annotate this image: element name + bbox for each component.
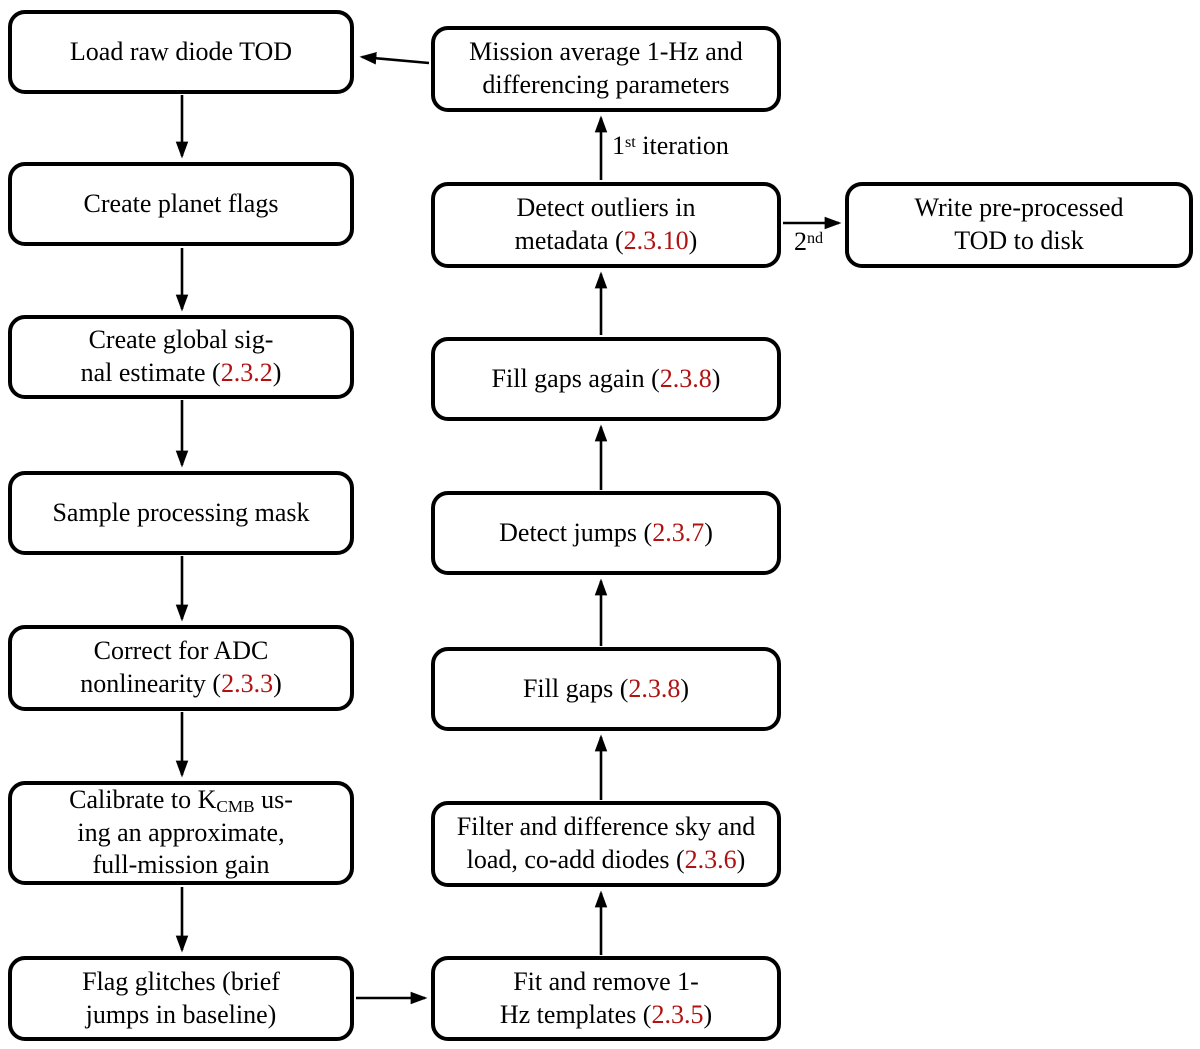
node-label: Fit and remove 1- Hz templates (2.3.5) (500, 966, 712, 1032)
label-line: TOD to disk (954, 226, 1084, 255)
node-create-global-signal-estimate: Create global sig- nal estimate (2.3.2) (8, 315, 354, 399)
node-create-planet-flags: Create planet flags (8, 162, 354, 246)
label-line: differencing parameters (482, 70, 730, 99)
node-filter-difference-coadd: Filter and difference sky and load, co-a… (431, 801, 781, 887)
label-line: nonlinearity (2.3.3) (80, 669, 281, 698)
section-ref: 2.3.3 (221, 669, 274, 698)
node-label: Fill gaps again (2.3.8) (492, 363, 721, 396)
label-text: ) (711, 363, 721, 393)
label-line: metadata (2.3.10) (515, 226, 698, 255)
node-fill-gaps: Fill gaps (2.3.8) (431, 647, 781, 731)
label-line: Detect outliers in (516, 193, 696, 223)
label-text: ) (272, 358, 282, 387)
label-text: Fill gaps again ( (491, 363, 660, 393)
node-label: Correct for ADC nonlinearity (2.3.3) (80, 635, 281, 701)
label-line: Hz templates (2.3.5) (500, 1000, 712, 1029)
node-load-raw-diode-tod: Load raw diode TOD (8, 10, 354, 94)
label-line: Calibrate to KCMB us- (69, 784, 293, 816)
section-ref: 2.3.10 (623, 226, 689, 255)
label-text: 1 (612, 131, 625, 160)
node-label: Create global sig- nal estimate (2.3.2) (81, 324, 282, 390)
label-text: nal estimate ( (80, 358, 221, 387)
label-text: ) (688, 226, 698, 255)
arrow-missionavg-to-loadraw (359, 52, 430, 65)
node-label: Load raw diode TOD (69, 36, 293, 66)
label-text: Hz templates ( (499, 999, 652, 1029)
node-mission-average-parameters: Mission average 1-Hz and differencing pa… (431, 26, 781, 112)
label-text: 2 (794, 227, 807, 256)
node-detect-jumps: Detect jumps (2.3.7) (431, 491, 781, 575)
label-text: Fill gaps ( (522, 673, 629, 703)
node-calibrate-kcmb: Calibrate to KCMB us- ing an approximate… (8, 781, 354, 885)
node-correct-adc-nonlinearity: Correct for ADC nonlinearity (2.3.3) (8, 625, 354, 711)
node-label: Mission average 1-Hz and differencing pa… (469, 36, 743, 102)
section-ref: 2.3.8 (628, 673, 681, 703)
label-text: load, co-add diodes ( (466, 845, 685, 874)
label-text: Detect jumps ( (499, 517, 653, 547)
node-label: Fill gaps (2.3.8) (523, 673, 689, 706)
node-flag-glitches: Flag glitches (brief jumps in baseline) (8, 956, 354, 1041)
label-text: iteration (635, 131, 729, 160)
label-text: ) (680, 673, 690, 703)
label-line: full-mission gain (92, 850, 270, 880)
node-label: Detect outliers in metadata (2.3.10) (515, 192, 698, 258)
label-line: Create global sig- (88, 325, 274, 355)
label-line: ing an approximate, (77, 817, 285, 847)
node-label: Sample processing mask (52, 497, 310, 527)
node-label: Write pre-processed TOD to disk (914, 192, 1123, 258)
label-line: Fit and remove 1- (513, 966, 699, 996)
label-line: Flag glitches (brief (82, 966, 280, 996)
label-line: Write pre-processed (914, 193, 1124, 223)
superscript-nd: nd (807, 229, 824, 247)
label-first-iteration: 1st iteration (612, 131, 729, 161)
label-line: nal estimate (2.3.2) (81, 358, 282, 387)
node-label: Flag glitches (brief jumps in baseline) (82, 966, 280, 1032)
node-detect-outliers-metadata: Detect outliers in metadata (2.3.10) (431, 182, 781, 268)
node-label: Filter and difference sky and load, co-a… (457, 811, 755, 877)
label-line: Mission average 1-Hz and (469, 37, 743, 67)
node-label: Detect jumps (2.3.7) (499, 517, 713, 550)
label-text: ) (704, 517, 713, 547)
node-label: Calibrate to KCMB us- ing an approximate… (69, 784, 293, 882)
node-fill-gaps-again: Fill gaps again (2.3.8) (431, 337, 781, 421)
node-write-preprocessed-tod: Write pre-processed TOD to disk (845, 182, 1193, 268)
label-text: ) (703, 999, 713, 1029)
label-line: jumps in baseline) (85, 999, 277, 1029)
node-fit-remove-1hz-templates: Fit and remove 1- Hz templates (2.3.5) (431, 956, 781, 1041)
section-ref: 2.3.2 (220, 358, 273, 387)
superscript-st: st (625, 133, 636, 151)
node-sample-processing-mask: Sample processing mask (8, 471, 354, 555)
label-line: Filter and difference sky and (456, 812, 756, 842)
node-label: Create planet flags (83, 188, 279, 218)
label-text: ) (736, 845, 746, 874)
label-line: Correct for ADC (93, 636, 269, 666)
section-ref: 2.3.6 (684, 845, 737, 874)
label-text: metadata ( (514, 226, 624, 255)
label-text: nonlinearity ( (80, 669, 222, 698)
section-ref: 2.3.8 (659, 363, 712, 393)
section-ref: 2.3.5 (651, 999, 704, 1029)
label-second-pass: 2nd (794, 227, 823, 257)
label-text: us- (254, 784, 293, 814)
label-text: Calibrate to K (69, 784, 217, 814)
label-text: ) (273, 669, 282, 698)
section-ref: 2.3.7 (652, 517, 705, 547)
subscript-cmb: CMB (216, 796, 255, 816)
label-line: load, co-add diodes (2.3.6) (467, 845, 746, 874)
